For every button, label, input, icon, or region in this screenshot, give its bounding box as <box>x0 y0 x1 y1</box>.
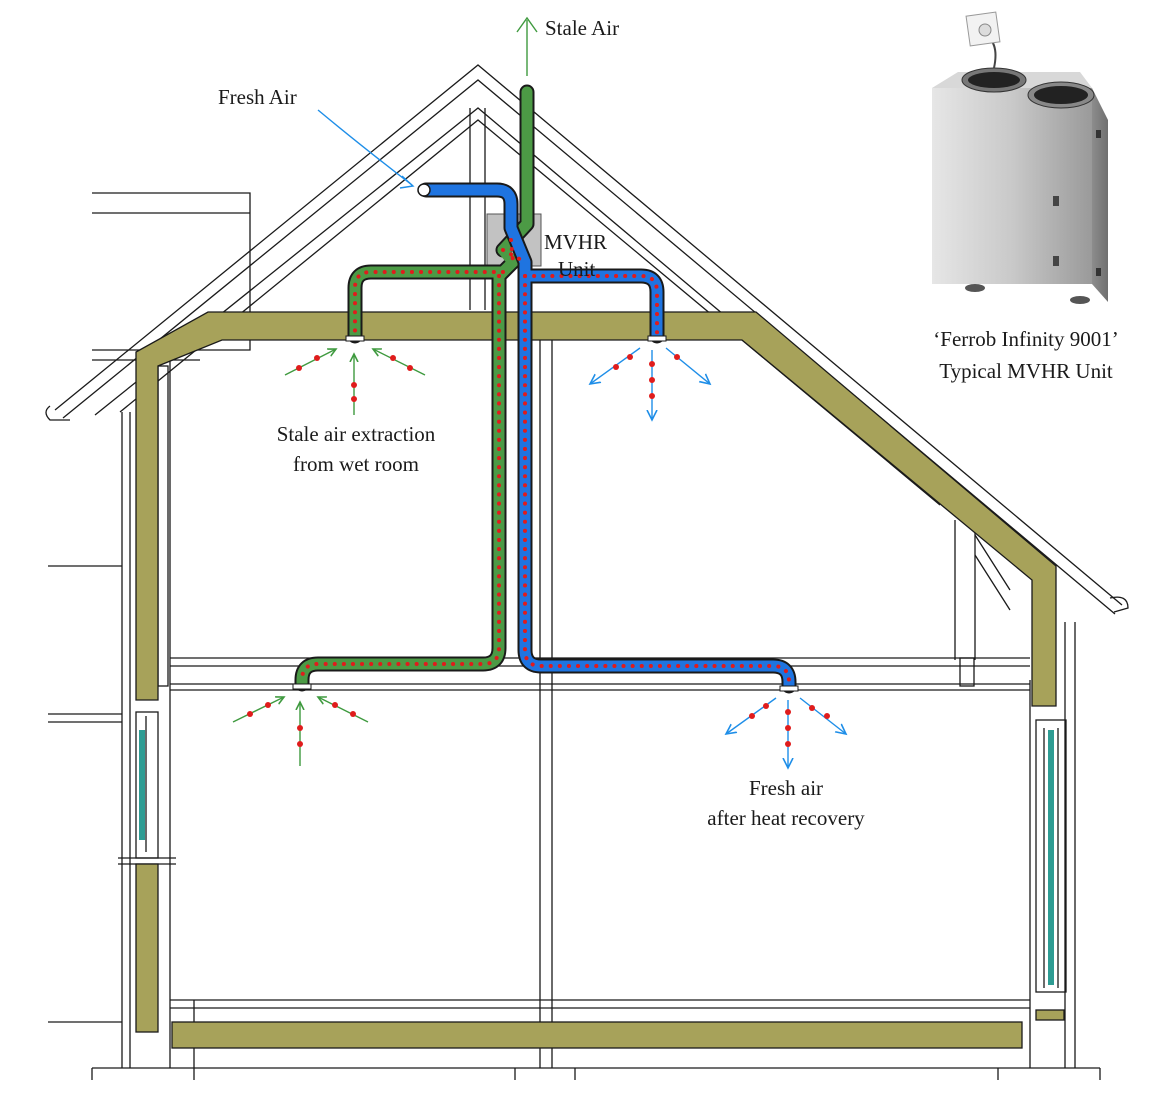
fresh-supply-arrows-upper <box>590 347 710 420</box>
house-structure <box>45 64 1129 1080</box>
fresh-supply-arrows-lower <box>726 697 846 768</box>
duct-vents <box>292 335 799 692</box>
fresh-supply-label-line1: Fresh air <box>749 776 823 800</box>
stale-air-exhaust-arrow <box>516 16 538 76</box>
airflow-dots <box>247 354 830 747</box>
stale-air-out-label: Stale Air <box>545 16 619 40</box>
mvhr-unit-label-line1: MVHR <box>544 230 607 254</box>
stale-extract-arrows-upper <box>284 349 426 415</box>
fresh-air-leader <box>317 109 415 189</box>
fresh-supply-label-line2: after heat recovery <box>707 806 865 830</box>
stale-extract-arrows-lower <box>232 697 369 766</box>
fresh-air-intake-opening <box>417 183 431 197</box>
fresh-air-in-label: Fresh Air <box>218 85 297 109</box>
product-caption-line1: ‘Ferrob Infinity 9001’ <box>933 327 1118 351</box>
fresh-air-ducts <box>418 182 797 694</box>
product-caption-line2: Typical MVHR Unit <box>939 359 1113 383</box>
insulation-envelope <box>135 311 1065 1049</box>
stale-extraction-label-line2: from wet room <box>293 452 419 476</box>
right-window-glass <box>1048 730 1054 985</box>
stale-extraction-label-line1: Stale air extraction <box>277 422 436 446</box>
left-window-glass <box>139 730 145 840</box>
duct-dots <box>300 238 791 684</box>
mvhr-product-image <box>932 11 1108 304</box>
mvhr-unit-label-line2: Unit <box>558 257 596 281</box>
